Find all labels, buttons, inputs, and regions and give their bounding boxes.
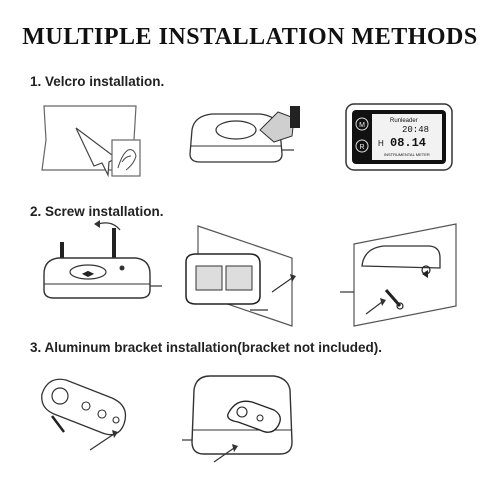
screw-install-illustration: ◀▶ <box>43 220 162 299</box>
arrow-icon <box>213 444 238 463</box>
display-footer: INSTRUMENTAL METER <box>384 152 430 157</box>
velcro-device-illustration <box>189 106 300 163</box>
page-title: MULTIPLE INSTALLATION METHODS <box>22 24 478 50</box>
device-display-illustration: M R Runleader 20:48 08.14 H INSTRUMENTAL… <box>345 103 453 171</box>
screw-mount-panel-illustration <box>185 225 296 327</box>
step-3-label: 3. Aluminum bracket installation(bracket… <box>30 340 383 355</box>
step-2-label: 2. Screw installation. <box>30 204 164 219</box>
display-top-reading: 20:48 <box>402 125 429 135</box>
screw-icon <box>51 415 65 433</box>
svg-text:◀▶: ◀▶ <box>82 269 95 278</box>
bracket-device-illustration <box>182 375 293 463</box>
display-main-reading: 08.14 <box>390 136 426 150</box>
arrow-icon <box>365 298 386 315</box>
screw-icon <box>384 289 404 310</box>
screw-icon <box>60 228 116 270</box>
finger-peel-icon <box>259 106 300 143</box>
right-button-label: R <box>359 144 364 151</box>
display-unit: H <box>378 139 384 148</box>
bracket-part-illustration <box>41 378 127 451</box>
left-button-label: M <box>359 122 365 129</box>
step-1-label: 1. Velcro installation. <box>30 74 165 89</box>
hand-press-icon <box>117 149 137 171</box>
display-brand: Runleader <box>390 118 418 124</box>
arrow-icon <box>271 274 296 293</box>
screw-back-panel-illustration <box>340 223 457 327</box>
velcro-pad-illustration <box>41 105 141 178</box>
rotate-arrow-icon <box>94 220 121 231</box>
arrow-icon <box>89 430 118 451</box>
